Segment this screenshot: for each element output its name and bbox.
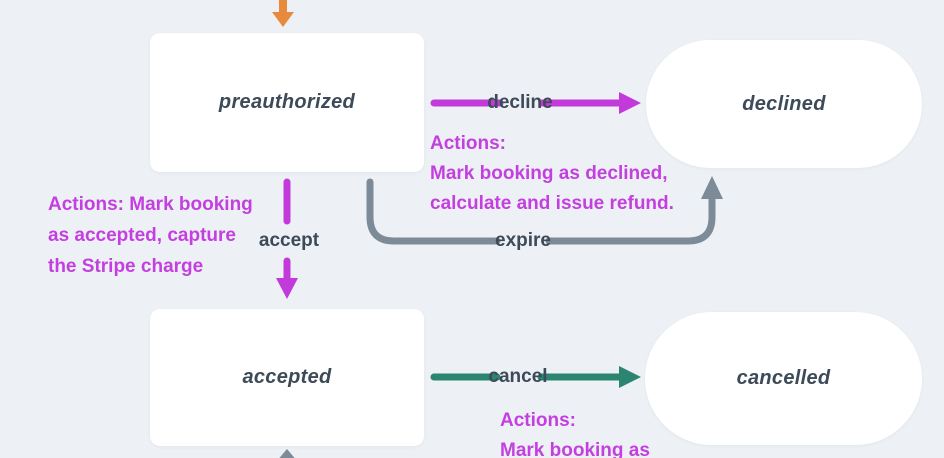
edge-label-decline: decline xyxy=(487,92,553,113)
edge-label-expire: expire xyxy=(495,230,551,251)
state-node-cancelled: cancelled xyxy=(645,312,922,445)
state-node-accepted: accepted xyxy=(150,309,424,446)
state-label-declined: declined xyxy=(742,92,826,115)
decline-actions-line: Mark booking as declined, xyxy=(430,163,668,184)
decline-actions-line: Actions: xyxy=(430,133,506,154)
cancel-actions-line: Actions: xyxy=(500,410,576,431)
accept-actions-line: as accepted, capture xyxy=(48,225,236,246)
state-label-accepted: accepted xyxy=(242,366,332,388)
edge-label-cancel: cancel xyxy=(488,366,548,387)
edge-label-accept: accept xyxy=(258,230,320,251)
accept-actions-note: Actions: Mark booking as accepted, captu… xyxy=(48,189,253,282)
accept-actions-line: the Stripe charge xyxy=(48,256,204,277)
state-node-declined: declined xyxy=(646,40,922,168)
bottom-up-arrowhead xyxy=(279,449,295,458)
decline-actions-note: Actions: Mark booking as declined, calcu… xyxy=(430,129,674,219)
accept-actions-line: Actions: Mark booking xyxy=(48,194,253,215)
cancel-actions-line: Mark booking as xyxy=(500,440,650,458)
cancel-actions-note: Actions: Mark booking as xyxy=(500,406,650,458)
state-label-cancelled: cancelled xyxy=(736,367,831,389)
state-node-preauthorized: preauthorized xyxy=(150,33,424,172)
decline-actions-line: calculate and issue refund. xyxy=(430,193,674,214)
incoming-arrow xyxy=(272,0,294,27)
state-label-preauthorized: preauthorized xyxy=(218,91,356,113)
